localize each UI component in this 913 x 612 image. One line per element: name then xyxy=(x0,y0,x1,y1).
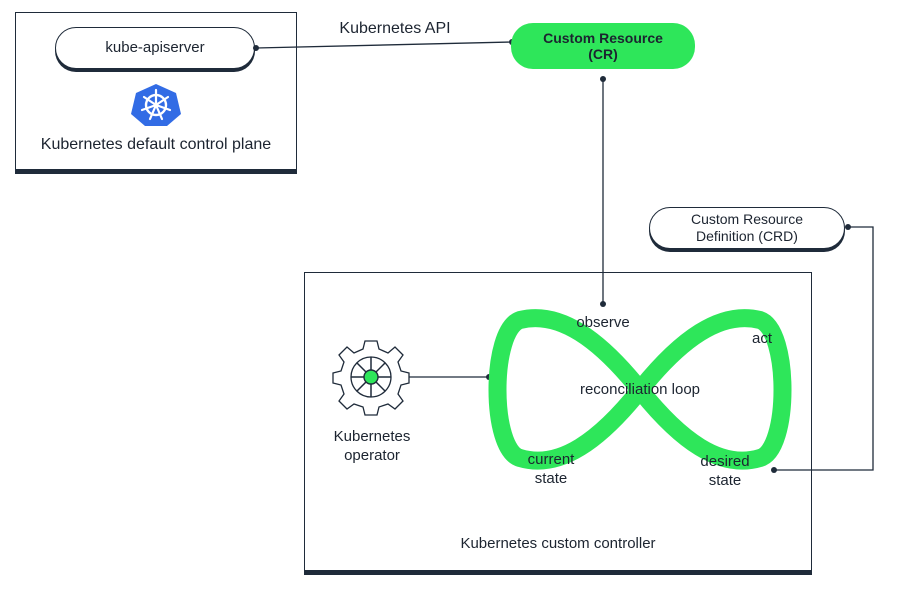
connector-dot xyxy=(771,467,777,473)
operator-label: Kubernetes operator xyxy=(333,428,411,464)
kubernetes-logo-icon xyxy=(131,84,181,126)
panel-underline xyxy=(15,169,297,174)
reconciliation-loop-label: reconciliation loop xyxy=(579,381,701,398)
kube-apiserver-label: kube-apiserver xyxy=(105,39,205,56)
api-connector xyxy=(255,41,513,49)
reconciliation-loop-shape xyxy=(488,309,792,470)
gear-icon xyxy=(332,340,410,416)
connector-dot xyxy=(600,301,606,307)
panel-underline xyxy=(304,570,812,575)
connector-dot xyxy=(600,76,606,82)
kubernetes-api-label: Kubernetes API xyxy=(339,20,451,37)
crd-label: Custom Resource Definition (CRD) xyxy=(690,211,804,244)
custom-resource-label: Custom Resource (CR) xyxy=(543,30,663,62)
observe-label: observe xyxy=(576,314,630,331)
custom-controller-caption: Kubernetes custom controller xyxy=(460,535,656,552)
desired-state-label: desired state xyxy=(700,453,750,489)
connector-dot xyxy=(845,224,851,230)
kube-apiserver-node[interactable]: kube-apiserver xyxy=(55,27,255,69)
custom-resource-node[interactable]: Custom Resource (CR) xyxy=(511,23,695,69)
control-plane-caption: Kubernetes default control plane xyxy=(40,136,272,153)
current-state-label: current state xyxy=(527,451,575,487)
connector-dot xyxy=(253,45,259,51)
act-label: act xyxy=(751,330,772,347)
crd-node[interactable]: Custom Resource Definition (CRD) xyxy=(649,207,845,249)
crd-connector xyxy=(774,226,874,471)
